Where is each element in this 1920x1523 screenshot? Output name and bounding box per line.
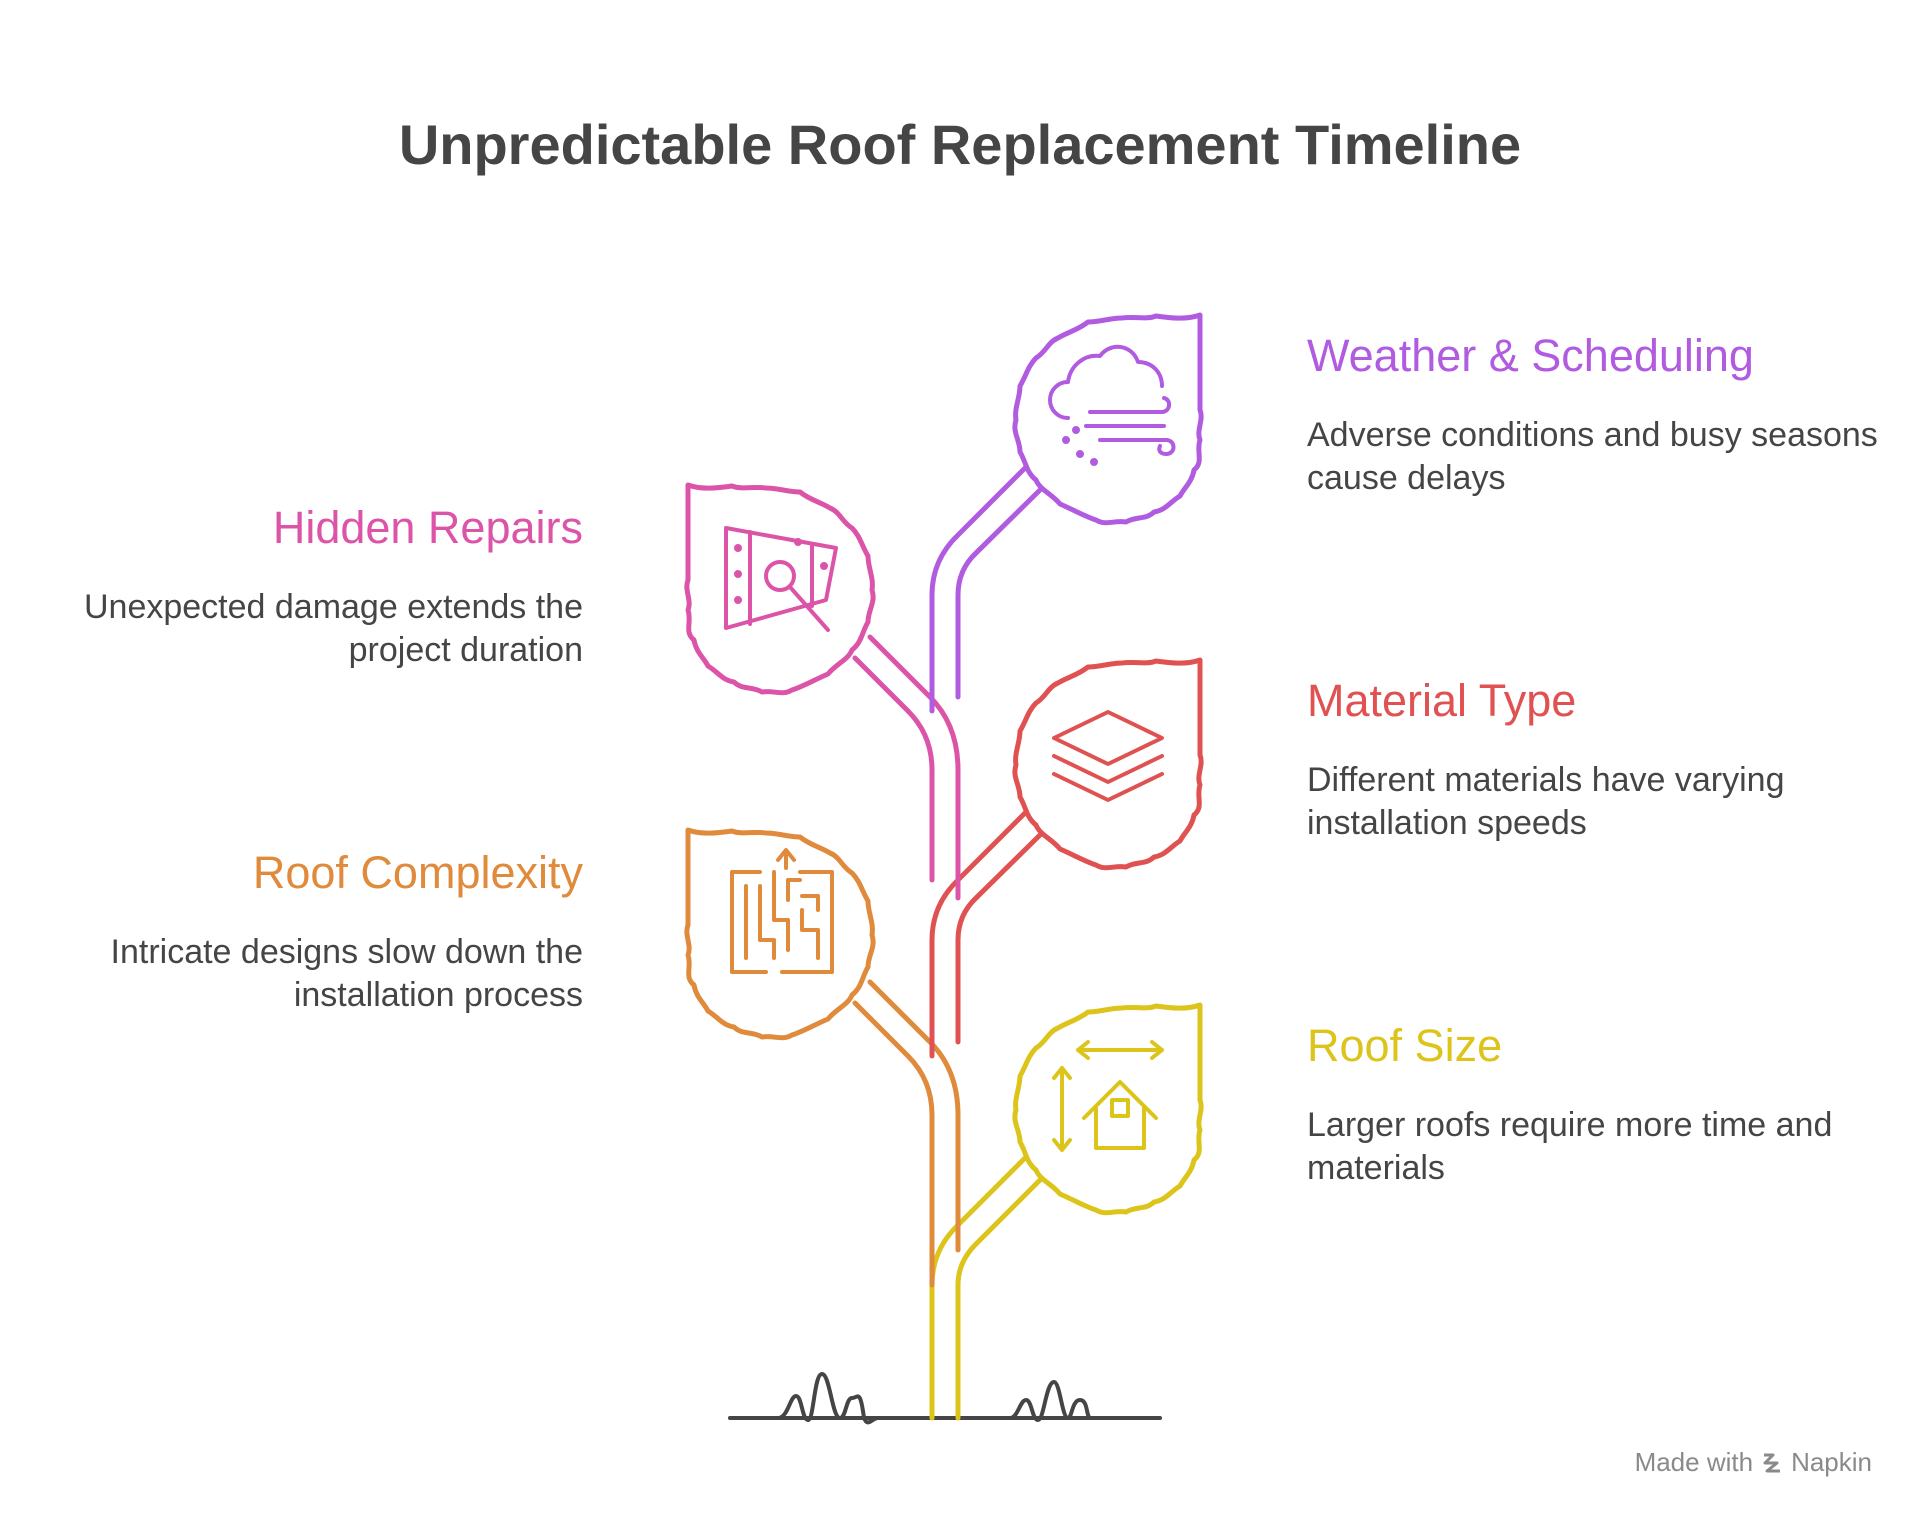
heading-roof-complexity-text: Roof Complexity [252, 847, 583, 898]
maze-icon [730, 848, 834, 974]
leaf-material-type [1012, 657, 1204, 871]
page-title: Unpredictable Roof Replacement Timeline [398, 113, 1522, 176]
leaf-weather [1012, 312, 1204, 526]
stem-hidden-repairs [852, 634, 961, 901]
inspection-icon [724, 526, 838, 632]
desc-roof-complexity: Intricate designs slow down the installa… [110, 933, 583, 1014]
house-size-icon [1052, 1040, 1164, 1152]
heading-material-type: Material Type [1307, 675, 1576, 727]
desc-material-type: Different materials have varying install… [1307, 761, 1785, 842]
heading-roof-complexity: Roof Complexity [253, 847, 583, 899]
heading-weather-scheduling-text: Weather & Scheduling [1307, 330, 1754, 381]
heading-hidden-repairs-text: Hidden Repairs [272, 502, 583, 553]
desc-hidden-repairs: Unexpected damage extends the project du… [83, 588, 583, 669]
grass-right [1008, 1380, 1092, 1422]
weather-icon [1048, 345, 1176, 466]
heading-hidden-repairs: Hidden Repairs [273, 502, 583, 554]
brand-prefix: Made with [1634, 1447, 1754, 1477]
stem-material-type [929, 809, 1043, 1059]
layers-icon [1052, 710, 1164, 802]
heading-roof-size-text: Roof Size [1307, 1020, 1503, 1071]
heading-material-type-text: Material Type [1307, 675, 1577, 726]
leaf-roof-complexity [684, 827, 876, 1041]
stem-roof-size [929, 1154, 1043, 1421]
stem-weather [929, 464, 1043, 714]
heading-weather-scheduling: Weather & Scheduling [1307, 330, 1754, 382]
napkin-logo-icon [1763, 1453, 1781, 1472]
brand-name: Napkin [1791, 1447, 1872, 1477]
leaf-hidden-repairs [684, 482, 876, 696]
leaf-roof-size [1012, 1002, 1204, 1216]
heading-roof-size: Roof Size [1307, 1020, 1502, 1072]
stem-roof-complexity [852, 979, 961, 1288]
grass-left [776, 1372, 880, 1425]
desc-roof-size: Larger roofs require more time and mater… [1307, 1106, 1833, 1187]
desc-weather-scheduling: Adverse conditions and busy seasons caus… [1307, 416, 1878, 497]
napkin-branding[interactable]: Made with Napkin [1635, 1447, 1872, 1478]
